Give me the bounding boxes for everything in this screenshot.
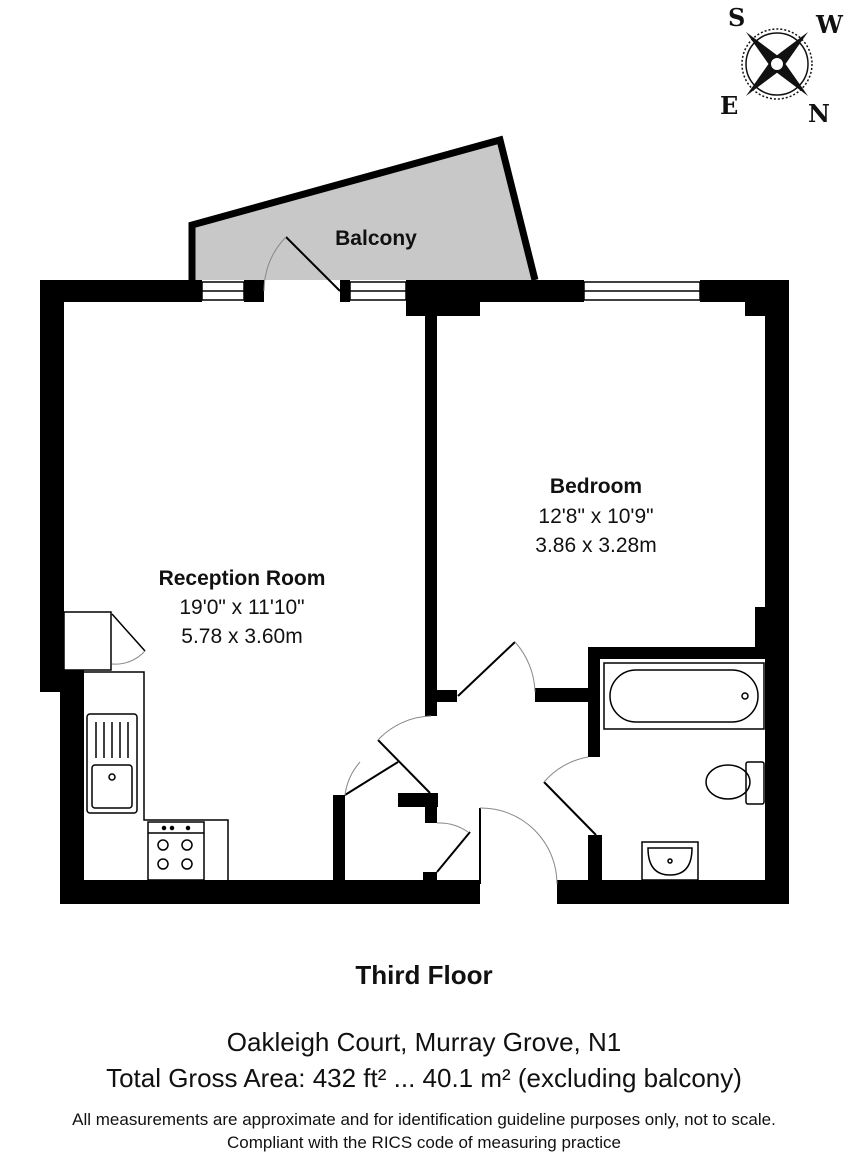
- gross-area: Total Gross Area: 432 ft² ... 40.1 m² (e…: [106, 1063, 742, 1093]
- kitchen: [63, 611, 229, 881]
- door-bedroom: [457, 641, 536, 697]
- wall-left-lower: [60, 670, 84, 904]
- compass-ring-inner: [745, 32, 809, 96]
- door-reception: [377, 715, 432, 794]
- wall-hall-mid: [425, 793, 437, 823]
- window-bedroom: [583, 281, 701, 301]
- wall-bath-left-lower: [588, 835, 602, 885]
- balcony: Balcony: [188, 135, 539, 281]
- wall-bath-left-upper: [588, 647, 600, 757]
- wall-top-door-jamb: [244, 280, 264, 302]
- compass-center: [769, 56, 785, 72]
- wall-right-corner: [745, 280, 789, 316]
- bathtub-icon: [603, 662, 765, 730]
- compass-label-s: S: [728, 3, 745, 32]
- wall-bedroom-bath-stub: [535, 688, 590, 702]
- wall-hall-bottom-stub: [423, 872, 437, 884]
- reception-dim-imperial: 19'0" x 11'10": [179, 596, 304, 619]
- floor-title: Third Floor: [355, 960, 493, 990]
- compass-ring-outer: [741, 28, 813, 100]
- compass-label-n: N: [808, 99, 830, 128]
- wall-bottom-left: [60, 880, 480, 904]
- window-reception: [201, 281, 245, 301]
- door-bathroom: [543, 756, 597, 836]
- room-labels: Bedroom 12'8" x 10'9" 3.86 x 3.28m Recep…: [159, 475, 657, 648]
- floor-plan: S W E N Balcony: [40, 3, 844, 904]
- kitchen-counter: [84, 671, 229, 880]
- reception-name: Reception Room: [159, 567, 326, 590]
- compass-label-w: W: [815, 10, 844, 39]
- compass-rose: S W E N: [720, 3, 844, 128]
- kitchen-cupboard: [63, 611, 112, 671]
- walls: [40, 280, 789, 904]
- wall-partition-main: [425, 280, 437, 716]
- wall-top-left: [40, 280, 202, 302]
- door-cupboard: [344, 761, 399, 796]
- door-hall-small: [436, 822, 471, 873]
- windows: [201, 281, 701, 301]
- door-kitchen-cupboard: [111, 613, 146, 665]
- wall-bedroom-door-stub: [437, 690, 457, 702]
- wall-bath-top: [588, 647, 765, 659]
- balcony-edge: [188, 135, 539, 281]
- wall-left-upper: [40, 280, 64, 692]
- balcony-label: Balcony: [335, 227, 417, 250]
- bedroom-name: Bedroom: [550, 475, 642, 498]
- doors: [111, 236, 597, 885]
- wall-top-mid: [340, 280, 350, 302]
- property-address: Oakleigh Court, Murray Grove, N1: [226, 1027, 622, 1057]
- door-entrance: [479, 807, 558, 885]
- wall-right: [765, 280, 789, 904]
- basin-icon: [641, 841, 699, 881]
- hob-icon: [147, 821, 205, 881]
- wall-top-corner: [406, 280, 480, 316]
- door-balcony: [263, 236, 341, 292]
- bedroom-dim-imperial: 12'8" x 10'9": [538, 505, 653, 528]
- bedroom-dim-metric: 3.86 x 3.28m: [535, 534, 656, 557]
- balcony-floor: [192, 140, 535, 280]
- toilet-icon: [705, 761, 765, 805]
- disclaimer: All measurements are approximate and for…: [72, 1110, 776, 1129]
- compliance-note: Compliant with the RICS code of measurin…: [226, 1133, 621, 1152]
- sink-icon: [86, 713, 138, 814]
- compass-label-e: E: [720, 91, 738, 120]
- reception-dim-metric: 5.78 x 3.60m: [181, 625, 302, 648]
- window-balcony-side: [349, 281, 407, 301]
- wall-hall-left: [333, 795, 345, 885]
- bathroom: [603, 662, 765, 881]
